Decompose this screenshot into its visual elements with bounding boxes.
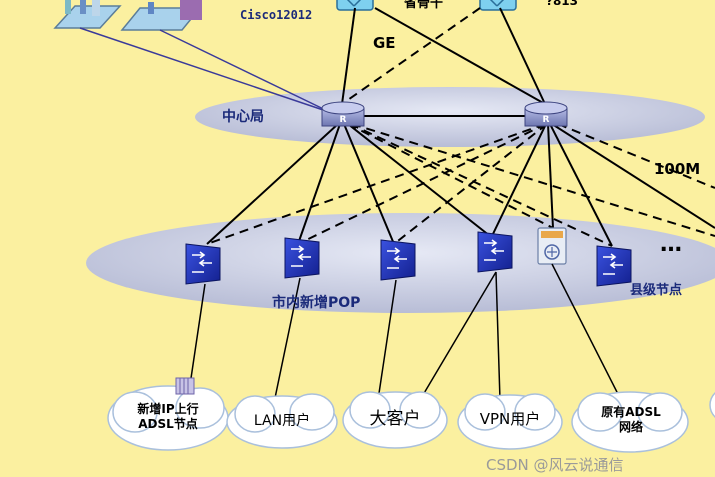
more-nodes-ellipsis: … [660, 232, 682, 257]
cloud-big-customer [342, 391, 448, 449]
pop-switch-5-icon [596, 245, 632, 287]
core-router-right-icon: R [524, 101, 568, 127]
ge-label: GE [373, 34, 396, 52]
svg-text:R: R [340, 115, 347, 125]
cloud-adsl-new-line2: ADSL节点 [138, 417, 198, 431]
top-left-pc-group-2-icon [120, 0, 202, 31]
top-right-partial-label: ?813 [546, 0, 579, 8]
ge-link [341, 7, 356, 105]
cloud-adsl-new-line1: 新增IP上行 [137, 402, 199, 416]
cloud-lan [226, 393, 338, 449]
cloud-lan-label: LAN用户 [253, 413, 311, 429]
pop-switch-2-icon [284, 237, 320, 279]
bras-device-icon [537, 227, 567, 265]
primary-links [206, 123, 715, 247]
cloud-adsl-old-line2: 网络 [618, 420, 643, 434]
cloud-vpn [457, 393, 563, 450]
pc-uplink-line [159, 29, 339, 117]
ge-link [374, 7, 546, 105]
ge-link [499, 7, 546, 105]
cloud-vpn-label: VPN用户 [479, 410, 541, 428]
access-links [189, 263, 621, 401]
pop-switch-3-icon [380, 239, 416, 281]
top-left-pc-group-icon [53, 0, 122, 29]
cloud-adsl-new-label: 新增IP上行 ADSL节点 [118, 402, 218, 432]
clouds [107, 385, 715, 453]
cloud-adsl-old [571, 391, 689, 453]
speed-100m-label: 100M [654, 160, 701, 178]
cisco-label: Cisco12012 [240, 8, 313, 22]
dslam-icon [175, 377, 195, 395]
pc-uplink-line [79, 27, 339, 116]
backup-links [206, 123, 715, 247]
cloud-adsl-new [107, 385, 229, 451]
cloud-adsl-old-line1: 原有ADSL [601, 405, 661, 419]
center-office-label: 中心局 [222, 109, 264, 125]
pop-switch-1-icon [185, 243, 221, 285]
pop-label: 市内新增POP [272, 295, 361, 311]
cloud-adsl-old-label: 原有ADSL 网络 [588, 405, 674, 435]
pop-switch-4-icon [477, 231, 513, 273]
cloud-big-customer-label: 大客户 [369, 409, 421, 429]
core-router-left-icon: R [321, 101, 365, 127]
ge-backup-link [341, 7, 481, 105]
svg-text:R: R [543, 115, 550, 125]
backbone-partial-label: 省骨干 [404, 0, 444, 11]
cloud-partial-right [709, 392, 715, 418]
county-node-label: 县级节点 [630, 283, 683, 298]
top-switch-right-icon [479, 0, 517, 11]
watermark: CSDN @风云说通信 [486, 456, 624, 474]
